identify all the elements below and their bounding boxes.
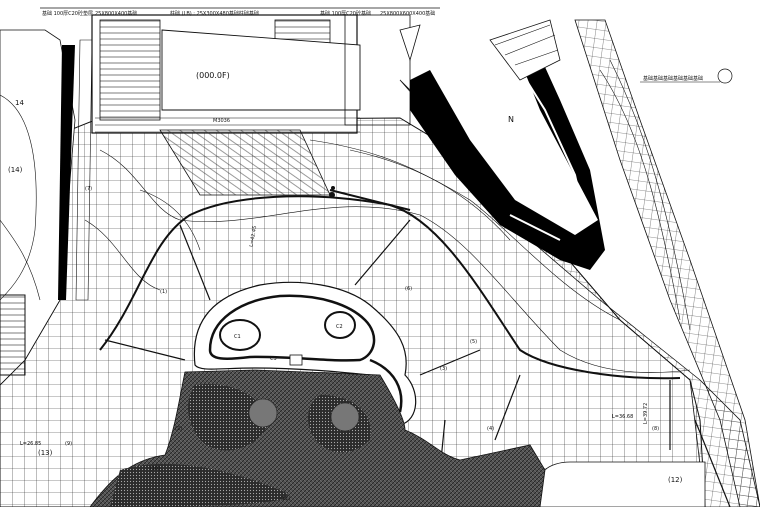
note-5: 25X800X600X400基础 bbox=[380, 10, 435, 17]
grid-6: (6) bbox=[405, 286, 412, 292]
grid-9: (9) bbox=[65, 441, 72, 447]
grid-1: (1) bbox=[160, 289, 167, 295]
tree-markers bbox=[329, 186, 335, 198]
label-top-left: 14 bbox=[15, 99, 24, 107]
dark-lawn-area bbox=[89, 369, 561, 507]
grid-4: (4) bbox=[487, 426, 494, 432]
grid-7: (7) bbox=[85, 186, 92, 192]
area-c1: C1 bbox=[234, 334, 241, 340]
dim-2: L=42.45 bbox=[249, 225, 259, 247]
grid-10: (10) bbox=[150, 466, 160, 472]
title-notes: 基础 100厚C20砼垫层 25X800X400基础 柱础 (LB) : 25X… bbox=[40, 7, 733, 84]
note-3: 柱础 (LB) : 25X300X480基础柱础基础 bbox=[170, 10, 259, 17]
dimension-labels: L=36.68 L=42.45 L=26.85 L=39.72 bbox=[20, 225, 649, 447]
building-footprint: (000.0F) M3036 bbox=[91, 14, 411, 134]
label-lower-left: (13) bbox=[38, 449, 53, 457]
area-c3: C3 bbox=[270, 356, 277, 362]
area-labels: N (14) (13) 14 (12) bbox=[8, 99, 683, 484]
note-2: 25X800X400基础 bbox=[95, 10, 137, 17]
black-curved-path bbox=[410, 45, 605, 270]
grid-8: (8) bbox=[652, 426, 659, 432]
grid-11: (11) bbox=[280, 496, 290, 502]
bottom-right-lot bbox=[539, 461, 706, 507]
grid-3: (3) bbox=[440, 366, 447, 372]
entrance-structure-right bbox=[399, 19, 561, 81]
door-tag: M3036 bbox=[213, 118, 230, 124]
dim-3: L=26.85 bbox=[20, 441, 41, 447]
note-1: 基础 100厚C20砼垫层 bbox=[42, 10, 93, 17]
right-note: 基础基础基础基础基础基础 bbox=[643, 75, 703, 82]
label-n: N bbox=[508, 115, 514, 124]
label-lower-right: (12) bbox=[668, 476, 683, 484]
area-c2: C2 bbox=[336, 324, 343, 330]
label-left-zone: (14) bbox=[8, 166, 23, 174]
grid-5: (5) bbox=[470, 339, 477, 345]
stair-block-left bbox=[0, 294, 26, 376]
note-4: 基础 100厚C20砼基础 bbox=[320, 10, 371, 17]
grid-bubble-labels: (1) (2) (3) (4) (5) (6) (7) (8) (9) (10)… bbox=[65, 186, 659, 502]
main-walkway bbox=[99, 189, 681, 380]
dim-1: L=36.68 bbox=[612, 414, 633, 420]
central-garden: C1 C2 C3 bbox=[193, 281, 417, 426]
contour-lines bbox=[84, 59, 691, 373]
building-elevation-label: (000.0F) bbox=[196, 71, 230, 80]
dim-4: L=39.72 bbox=[643, 403, 649, 424]
grid-2: (2) bbox=[175, 426, 182, 432]
